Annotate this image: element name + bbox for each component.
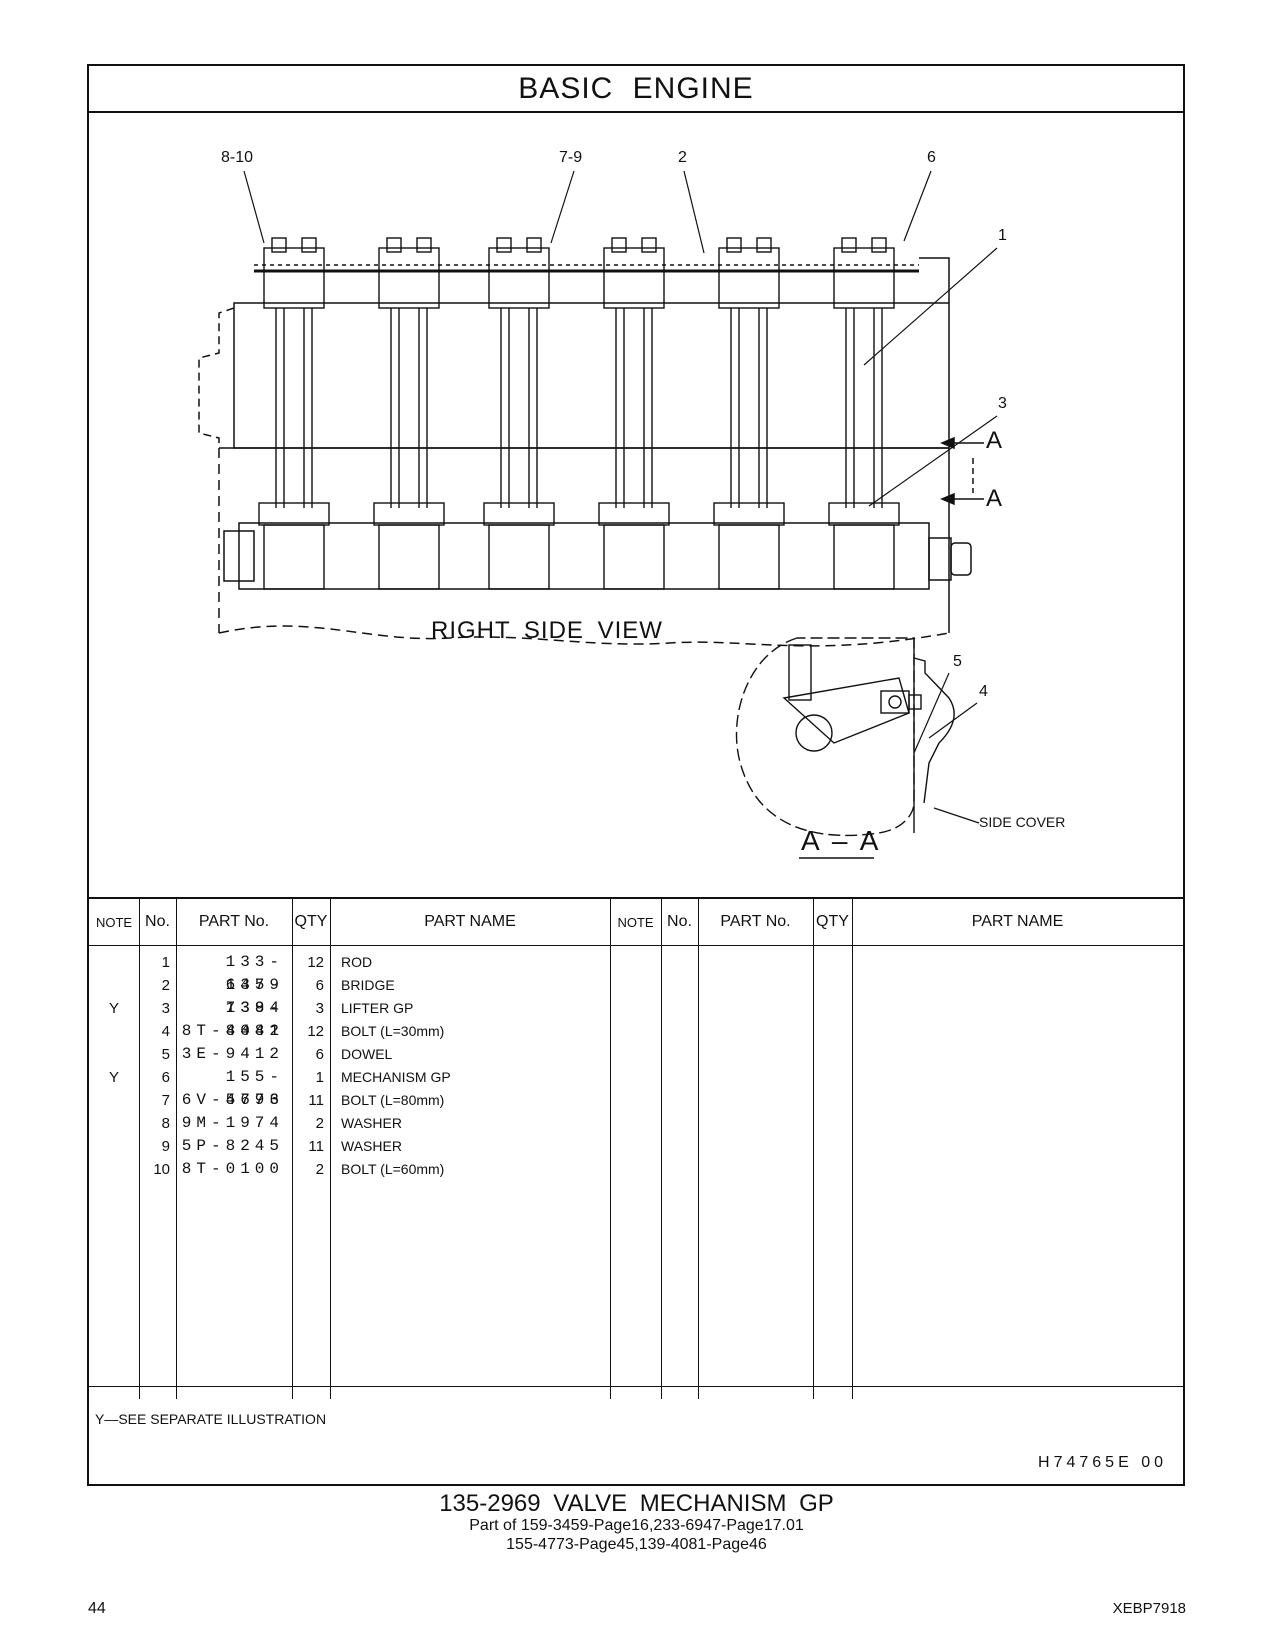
- part-of-line-1: Part of 159-3459-Page16,233-6947-Page17.…: [469, 1517, 804, 1534]
- row-part-number: 133-6379: [225, 953, 284, 994]
- page-number: 44: [88, 1600, 106, 1617]
- header-qty-right: QTY: [816, 913, 849, 930]
- row-part-number: 6V-5696: [181, 1091, 284, 1109]
- row-part-name: WASHER: [341, 1138, 402, 1154]
- row-part-name: BOLT (L=30mm): [341, 1023, 445, 1039]
- row-qty: 11: [308, 1138, 324, 1155]
- row-part-number: 139-4081: [225, 999, 284, 1040]
- group-title: 135-2969 VALVE MECHANISM GP: [439, 1490, 834, 1517]
- row-note: [89, 1158, 139, 1181]
- row-note: Y: [108, 1000, 119, 1017]
- row-number: 2: [161, 977, 170, 994]
- callout-7-9: 7-9: [559, 149, 583, 166]
- right-side-view-label: RIGHT SIDE VIEW: [431, 617, 663, 644]
- header-part-name-right: PART NAME: [971, 913, 1064, 930]
- row-qty: 3: [315, 1000, 324, 1017]
- row-part-number: 8T-8442: [181, 1022, 284, 1040]
- row-qty: 6: [315, 977, 324, 994]
- row-note: [89, 1020, 139, 1043]
- header-part-name: PART NAME: [424, 913, 516, 930]
- row-part-name: LIFTER GP: [341, 1000, 414, 1016]
- row-qty: 2: [315, 1115, 324, 1132]
- row-number: 6: [161, 1069, 170, 1086]
- row-note: [89, 1135, 139, 1158]
- callout-1: 1: [998, 227, 1007, 244]
- engine-illustration: 8-10 7-9 2 6 1 3 5 4 A A RIGHT SIDE VIEW…: [89, 113, 1183, 897]
- header-note-right: NOTE: [617, 914, 654, 930]
- callout-8-10: 8-10: [221, 149, 254, 166]
- row-note: [89, 951, 139, 974]
- parts-page-frame: BASIC ENGINE: [87, 64, 1185, 1486]
- engine-drawing-svg: [198, 170, 998, 859]
- row-note: [89, 974, 139, 997]
- document-code: XEBP7918: [1112, 1600, 1186, 1617]
- header-note: NOTE: [95, 914, 133, 930]
- illustration-code: H74765E 00: [1038, 1454, 1167, 1471]
- row-part-number: 145-7384: [225, 976, 284, 1017]
- row-note: [89, 1089, 139, 1112]
- row-note: Y: [108, 1069, 119, 1086]
- row-part-number: 3E-9412: [181, 1045, 284, 1063]
- row-part-number: 155-4773: [225, 1068, 284, 1109]
- row-part-number: 9M-1974: [181, 1114, 284, 1132]
- row-qty: 12: [307, 954, 324, 971]
- row-qty: 2: [315, 1161, 324, 1178]
- header-part-no-right: PART No.: [720, 913, 791, 930]
- row-part-name: BRIDGE: [341, 977, 395, 993]
- row-qty: 12: [307, 1023, 324, 1040]
- header-no-right: No.: [667, 913, 692, 930]
- row-number: 7: [161, 1092, 170, 1109]
- part-of-line-2: 155-4773-Page45,139-4081-Page46: [506, 1536, 767, 1553]
- side-cover-label: SIDE COVER: [979, 814, 1066, 830]
- row-part-name: BOLT (L=80mm): [341, 1092, 445, 1108]
- callout-4: 4: [979, 683, 988, 700]
- row-number: 9: [161, 1138, 170, 1155]
- row-part-number: 8T-0100: [181, 1160, 284, 1178]
- parts-list-table: NOTE No. PART No. QTY PART NAME NOTE No.…: [89, 897, 1183, 1399]
- row-part-name: BOLT (L=60mm): [341, 1161, 445, 1177]
- row-number: 8: [161, 1115, 170, 1132]
- callout-2: 2: [678, 149, 687, 166]
- row-qty: 6: [315, 1046, 324, 1063]
- row-part-name: MECHANISM GP: [341, 1069, 451, 1085]
- row-part-name: WASHER: [341, 1115, 402, 1131]
- row-qty: 11: [308, 1092, 324, 1109]
- callout-5: 5: [953, 653, 962, 670]
- row-number: 4: [161, 1023, 170, 1040]
- header-qty: QTY: [294, 913, 328, 930]
- row-number: 10: [153, 1161, 170, 1178]
- section-mark-a-bottom: A: [986, 485, 1004, 512]
- callout-6: 6: [927, 149, 936, 166]
- row-part-name: DOWEL: [341, 1046, 393, 1062]
- row-part-name: ROD: [341, 954, 373, 970]
- row-number: 1: [161, 954, 170, 971]
- row-note: [89, 1043, 139, 1066]
- section-mark-a-top: A: [986, 427, 1004, 454]
- callout-3: 3: [998, 395, 1007, 412]
- separate-illustration-note: Y—SEE SEPARATE ILLUSTRATION: [95, 1411, 327, 1427]
- page-title: BASIC ENGINE: [89, 66, 1183, 113]
- header-part-no: PART No.: [198, 913, 270, 930]
- row-qty: 1: [315, 1069, 324, 1086]
- row-part-number: 5P-8245: [181, 1137, 284, 1155]
- header-no: No.: [145, 913, 170, 930]
- section-a-a-label: A – A: [801, 825, 882, 856]
- row-number: 5: [161, 1046, 170, 1063]
- row-note: [89, 1112, 139, 1135]
- row-number: 3: [161, 1000, 170, 1017]
